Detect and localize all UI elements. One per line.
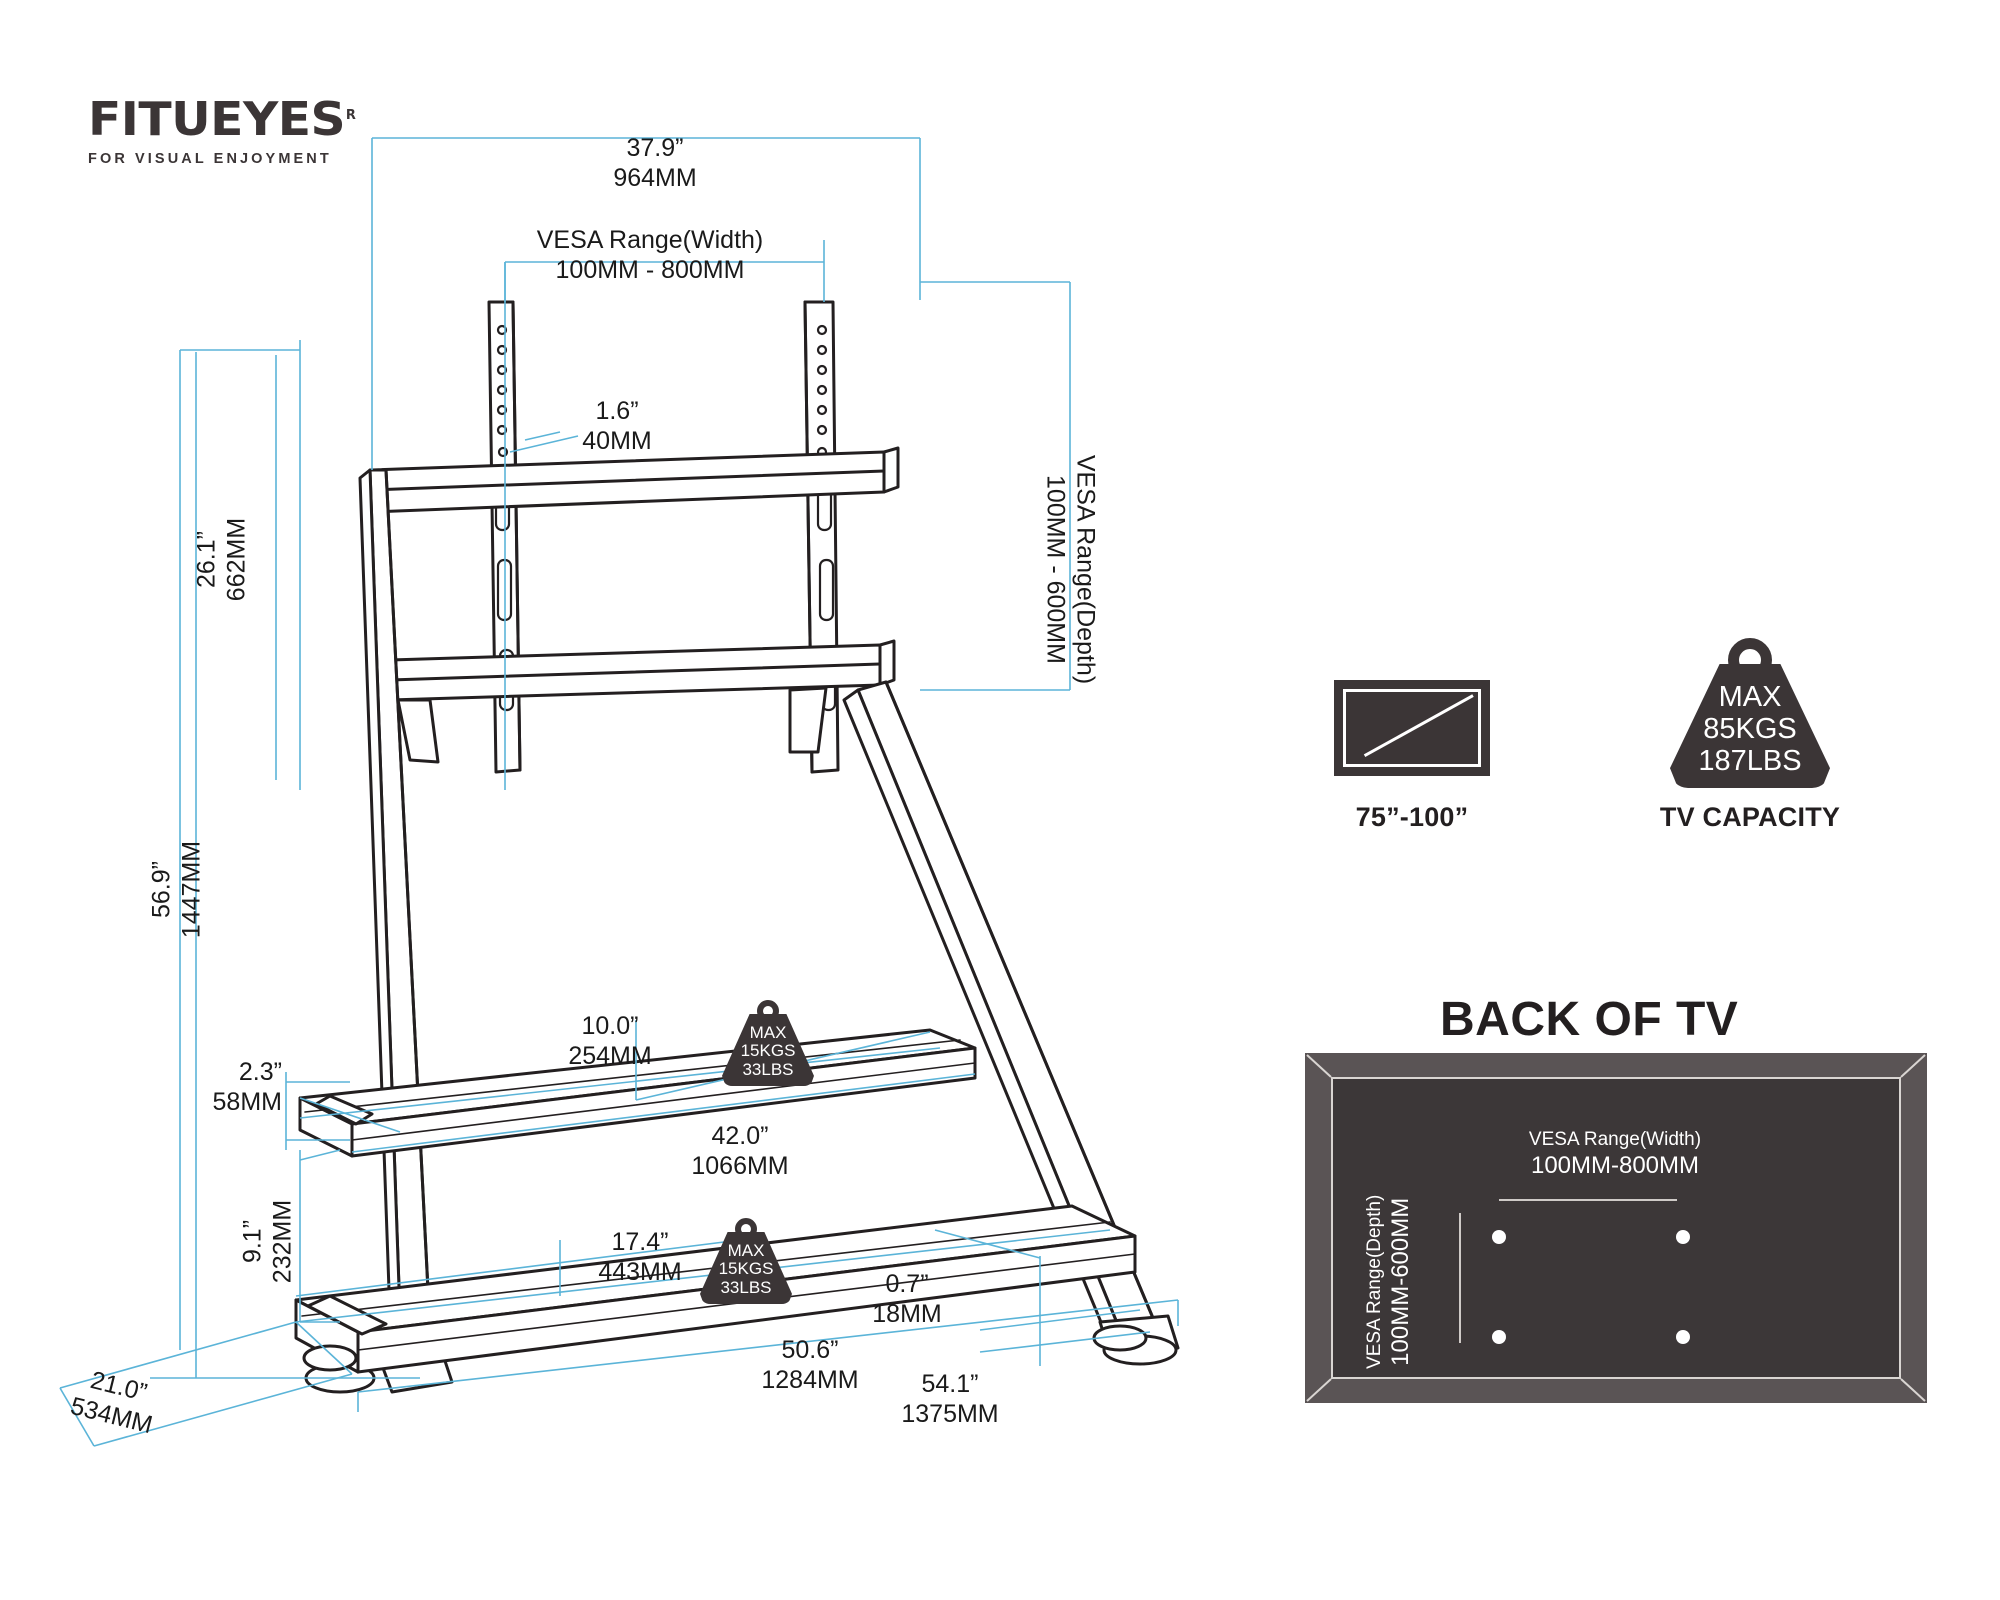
panel-vesa-width-label: VESA Range(Width) 100MM-800MM (1528, 1129, 1702, 1179)
capacity-lbs-value: 187LBS (1698, 744, 1802, 777)
dimension-base-overall-width: 54.1” 1375MM (901, 1370, 999, 1428)
back-of-tv-panel: VESA Range(Width) 100MM-800MM VESA Range… (1305, 1053, 1927, 1403)
dimension-top-shelf-depth: 10.0” 254MM (568, 1012, 652, 1070)
back-of-tv-title: BACK OF TV (1440, 993, 1739, 1046)
tv-size-caption: 75”-100” (1355, 802, 1469, 832)
dimension-shelf-gap: 9.1” 232MM (238, 1199, 297, 1284)
vesa-depth-rule (1459, 1213, 1461, 1343)
dimension-top-shelf-thickness: 2.3” 58MM (212, 1058, 282, 1116)
load-lbs-value: 33LBS (742, 1059, 794, 1079)
weight-icon: MAX 85KGS 187LBS (1670, 638, 1830, 788)
brand-logo: FITUEYESR FOR VISUAL ENJOYMENT (88, 96, 388, 167)
tv-capacity-caption: TV CAPACITY (1659, 802, 1841, 832)
panel-vesa-depth-label: VESA Range(Depth) 100MM-600MM (1364, 1194, 1414, 1369)
tv-screen-icon (1334, 680, 1490, 776)
weight-icon: MAX 15KGS 33LBS (700, 1218, 792, 1304)
dimension-overall-width-top: 37.9” 964MM (613, 134, 697, 192)
dimension-vesa-depth-right: VESA Range(Depth) 100MM - 600MM (1042, 454, 1100, 685)
dimension-bracket-slot-width: 1.6” 40MM (582, 397, 652, 455)
brand-name: FITUEYES (88, 92, 346, 146)
tv-size-feature: 75”-100” (1292, 680, 1532, 833)
dimension-base-shelf-depth: 17.4” 443MM (598, 1228, 682, 1286)
vesa-hole-bottom-right (1676, 1330, 1690, 1344)
dimension-overall-height: 56.9” 1447MM (147, 840, 206, 939)
load-lbs-value: 33LBS (720, 1277, 772, 1297)
tv-screen-area (1331, 1077, 1901, 1379)
brand-tagline: FOR VISUAL ENJOYMENT (88, 151, 332, 167)
tv-capacity-feature: MAX 85KGS 187LBS TV CAPACITY (1620, 638, 1880, 833)
dimension-top-shelf-width: 42.0” 1066MM (691, 1122, 789, 1180)
top-shelf-load-badge: MAX 15KGS 33LBS (722, 1000, 814, 1086)
vesa-hole-top-right (1676, 1230, 1690, 1244)
dimension-vesa-width-top: VESA Range(Width) 100MM - 800MM (536, 226, 764, 284)
registered-trademark-icon: R (345, 107, 356, 123)
load-max-label: MAX (727, 1241, 765, 1260)
load-max-label: MAX (749, 1023, 787, 1042)
capacity-max-label: MAX (1718, 681, 1782, 713)
load-kgs-value: 15KGS (740, 1041, 796, 1061)
base-shelf-load-badge: MAX 15KGS 33LBS (700, 1218, 792, 1304)
weight-icon: MAX 15KGS 33LBS (722, 1000, 814, 1086)
dimension-base-depth: 21.0” 534MM (67, 1365, 156, 1439)
capacity-kgs-value: 85KGS (1703, 712, 1797, 745)
vesa-width-rule (1499, 1199, 1677, 1201)
vesa-hole-bottom-left (1492, 1330, 1506, 1344)
brand-wordmark: FITUEYESR (88, 96, 356, 142)
dimension-bracket-height: 26.1” 662MM (192, 517, 251, 602)
load-kgs-value: 15KGS (718, 1259, 774, 1279)
dimension-base-thickness: 0.7” 18MM (872, 1270, 942, 1328)
dimension-base-shelf-width: 50.6” 1284MM (761, 1336, 859, 1394)
vesa-hole-top-left (1492, 1230, 1506, 1244)
